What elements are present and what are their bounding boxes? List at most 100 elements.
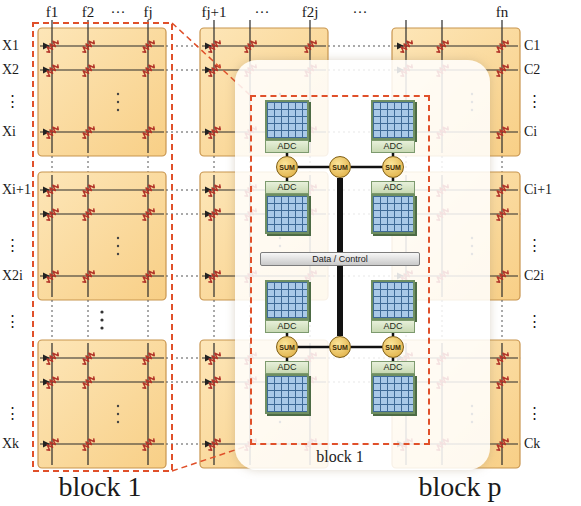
adc-label: ADC [371,320,415,333]
row-output-label: C1 [524,39,540,53]
word-line [40,189,164,190]
resistor-symbol [82,126,94,138]
sum-link [351,166,382,169]
resistor-symbol [142,64,154,76]
adc-unit: ADC [371,280,415,333]
row-output-label: Ci [524,125,537,139]
resistor-symbol [46,376,58,388]
bit-line-continuation [214,156,215,172]
data-control-bus: Data / Control [260,252,420,266]
crossbar-array [38,172,200,340]
row-input-label: X1 [2,39,19,53]
ellipsis-dot [117,253,119,255]
sum-node: SUM [276,336,298,358]
column-input-label: f2 [82,5,95,20]
column-input-label: fn [496,5,509,20]
resistor-symbol [208,376,220,388]
resistor-symbol [142,352,154,364]
resistor-symbol [496,208,508,220]
adc-array-tile [265,100,309,140]
resistor-symbol [304,40,316,52]
adc-label: ADC [371,140,415,153]
resistor-symbol [142,184,154,196]
bit-line-continuation [52,300,53,340]
block-caption: block p [418,473,501,501]
column-input-label: ··· [255,5,270,20]
row-output-label: ⋮ [527,314,542,329]
sum-node: SUM [329,156,351,178]
ellipsis-dot [117,245,119,247]
row-output-label: C2i [524,269,544,283]
adc-label: ADC [265,361,309,374]
ellipsis-dot [117,101,119,103]
sum-node: SUM [329,336,351,358]
ellipsis-dot [100,326,103,329]
ellipsis-dot [117,421,119,423]
column-input-label: fj+1 [201,5,226,20]
inset-caption: block 1 [316,448,364,466]
resistor-symbol [82,438,94,450]
ellipsis-dot [117,413,119,415]
resistor-symbol [46,438,58,450]
row-input-label: ⋮ [5,238,20,253]
row-input-label: ⋮ [5,314,20,329]
resistor-symbol [46,64,58,76]
bus-trunk [337,266,343,336]
row-input-label: ⋮ [5,406,20,421]
word-line [40,275,164,276]
bit-line-continuation [148,156,149,172]
resistor-symbol [208,126,220,138]
resistor-symbol [496,126,508,138]
block-outline [33,23,172,471]
resistor-symbol [82,270,94,282]
bit-line-continuation [502,300,503,340]
sum-label: SUM [385,344,401,351]
adc-array-tile [265,280,309,320]
word-line [40,131,164,132]
resistor-symbol [46,126,58,138]
adc-unit: ADC [265,361,309,414]
adc-label: ADC [265,181,309,194]
column-input-label: ··· [111,5,126,20]
word-line [202,45,326,46]
zoom-inset-panel: block 1 ADC ADC SUM SUM SUM ADC ADC Data / Contr… [235,60,490,470]
adc-array-tile [371,100,415,140]
sum-node: SUM [382,156,404,178]
bit-line-continuation [88,300,89,340]
adc-unit: ADC [371,361,415,414]
resistor-symbol [400,40,412,52]
row-output-label: C2 [524,63,540,77]
column-input-label: f2j [302,5,319,20]
resistor-symbol [142,40,154,52]
row-input-label: ⋮ [5,94,20,109]
word-line [40,213,164,214]
adc-label: ADC [265,140,309,153]
row-input-label: Xi [2,125,16,139]
resistor-symbol [142,126,154,138]
adc-unit: ADC [265,181,309,234]
row-input-label: Xi+1 [2,183,31,197]
crossbar-block [38,172,166,300]
row-input-label: X2i [2,269,23,283]
sum-label: SUM [279,344,295,351]
word-line [40,381,164,382]
adc-array-tile [265,194,309,234]
sum-link [351,346,382,349]
ellipsis-dot [117,109,119,111]
row-input-label: X2 [2,63,19,77]
row-output-label: Ci+1 [524,183,552,197]
word-line [40,69,164,70]
sum-node: SUM [382,336,404,358]
row-output-label: ⋮ [527,94,542,109]
bit-line-continuation [148,300,149,340]
bus-label: Data / Control [312,254,368,264]
resistor-symbol [208,184,220,196]
bus-trunk [337,178,343,252]
resistor-symbol [496,376,508,388]
adc-label: ADC [265,320,309,333]
word-line-continuation [328,46,392,47]
column-input-label: fj [143,5,152,20]
adc-label: ADC [371,181,415,194]
resistor-symbol [46,184,58,196]
word-line [40,443,164,444]
